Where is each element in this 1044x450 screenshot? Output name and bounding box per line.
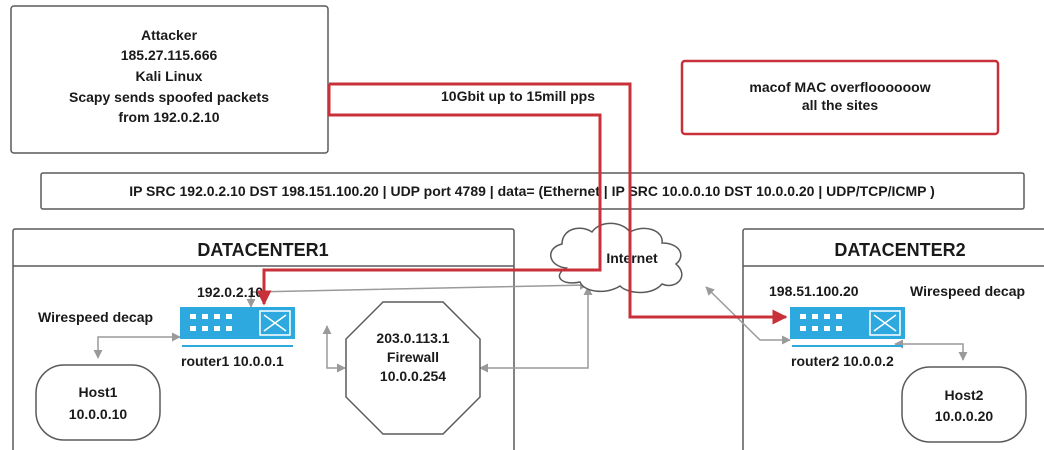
packet-format-text: IP SRC 192.0.2.10 DST 198.151.100.20 | U… <box>129 183 935 199</box>
router-switch-icon <box>180 307 295 339</box>
link-firewall-internet <box>479 286 593 373</box>
attacker-box: Attacker 185.27.115.666 Kali Linux Scapy… <box>10 5 329 154</box>
attacker-line-2: Kali Linux <box>136 68 203 84</box>
link-router1-host1 <box>93 332 181 359</box>
link-internet-router2 <box>705 286 791 345</box>
host1: Host1 10.0.0.10 <box>35 364 161 441</box>
internet-label: Internet <box>606 250 658 266</box>
traffic-label: 10Gbit up to 15mill pps <box>441 88 595 104</box>
link-router1-internet <box>246 280 589 308</box>
note-line-1: all the sites <box>802 97 878 113</box>
cloud-icon <box>550 222 683 294</box>
firewall-line-1: Firewall <box>387 349 439 365</box>
octagon-firewall-icon <box>345 301 481 435</box>
link-router2-host2 <box>894 339 968 361</box>
attacker-line-3: Scapy sends spoofed packets <box>69 89 269 105</box>
firewall-line-2: 10.0.0.254 <box>380 368 446 384</box>
router2-decap-label: Wirespeed decap <box>910 283 1025 299</box>
note-box: macof MAC overfloooooow all the sites <box>680 59 1000 136</box>
router1-decap-label: Wirespeed decap <box>38 309 153 325</box>
host2-line-0: Host2 <box>945 387 984 403</box>
router2-label: router2 10.0.0.2 <box>791 353 894 369</box>
attack-path-to-router1 <box>256 84 602 306</box>
host2: Host2 10.0.0.20 <box>901 366 1027 443</box>
datacenter1-title: DATACENTER1 <box>197 240 328 260</box>
host1-line-0: Host1 <box>79 384 118 400</box>
datacenter2-title: DATACENTER2 <box>834 240 965 260</box>
host2-line-1: 10.0.0.20 <box>935 408 994 424</box>
attacker-line-0: Attacker <box>141 27 198 43</box>
router1: 192.0.2.10 Wirespeed decap router1 10.0.… <box>38 284 295 369</box>
attacker-line-1: 185.27.115.666 <box>121 47 218 63</box>
router1-ip: 192.0.2.10 <box>197 284 263 300</box>
attacker-line-4: from 192.0.2.10 <box>118 109 219 125</box>
router1-label: router1 10.0.0.1 <box>181 353 284 369</box>
router2: 198.51.100.20 Wirespeed decap router2 10… <box>769 283 1025 369</box>
attack-path-to-router2 <box>329 82 788 325</box>
packet-format-bar: IP SRC 192.0.2.10 DST 198.151.100.20 | U… <box>40 172 1025 210</box>
link-router1-firewall <box>322 325 346 373</box>
grey-links <box>93 280 968 373</box>
note-line-0: macof MAC overfloooooow <box>749 79 930 95</box>
firewall-line-0: 203.0.113.1 <box>376 330 449 346</box>
internet-cloud: Internet <box>550 222 683 294</box>
router-switch-icon <box>790 307 905 339</box>
host1-line-1: 10.0.0.10 <box>69 406 128 422</box>
firewall: 203.0.113.1 Firewall 10.0.0.254 <box>345 301 481 435</box>
router2-ip: 198.51.100.20 <box>769 283 859 299</box>
